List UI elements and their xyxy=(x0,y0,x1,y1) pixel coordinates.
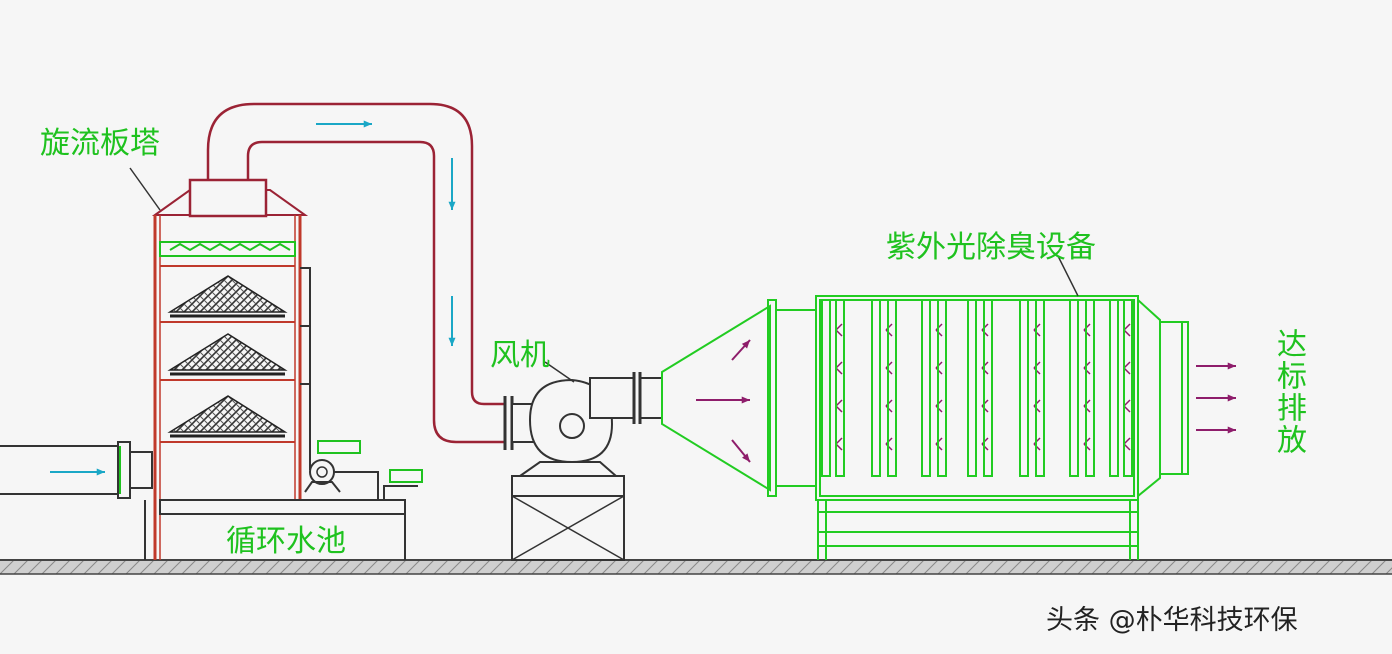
flow-arrow-head xyxy=(96,468,105,476)
uv-deodorizer xyxy=(661,295,1189,560)
flow-arrow-head xyxy=(448,337,456,346)
flow-arrow-head xyxy=(741,396,750,404)
uv-lamp-tube xyxy=(871,299,881,477)
uv-lamp-tube xyxy=(1069,299,1079,477)
flow-arrow-head xyxy=(448,201,456,210)
exhaust-duct xyxy=(188,102,514,450)
uv-lamp-tube xyxy=(835,299,845,477)
filter-cone-icon xyxy=(661,304,771,492)
circulation-pool xyxy=(144,440,423,560)
label-tower: 旋流板塔 xyxy=(40,126,160,161)
uv-lamp-tube xyxy=(967,299,977,477)
flow-arrow-head xyxy=(1227,426,1236,434)
flow-arrow-head xyxy=(1227,362,1236,370)
uv-lamp-tube xyxy=(983,299,993,477)
uv-lamp-tube xyxy=(937,299,947,477)
uv-lamp-tube xyxy=(1109,299,1119,477)
label-fan: 风机 xyxy=(490,338,550,373)
flow-arrow-head xyxy=(742,453,750,462)
uv-lamp-tube xyxy=(1085,299,1095,477)
label-uv-unit: 紫外光除臭设备 xyxy=(886,230,1096,265)
uv-lamp-tube xyxy=(1123,299,1133,477)
uv-lamp-tube xyxy=(1035,299,1045,477)
uv-lamp-tube xyxy=(921,299,931,477)
label-discharge: 达标排放 xyxy=(1271,328,1306,456)
centrifugal-fan xyxy=(511,372,642,561)
flow-arrows xyxy=(50,120,1236,476)
swirl-plate-tower xyxy=(151,189,311,560)
fan-outlet-duct xyxy=(640,372,663,424)
pump-icon xyxy=(309,459,335,485)
label-pool: 循环水池 xyxy=(226,524,346,559)
ground xyxy=(0,559,1392,575)
flow-arrow-head xyxy=(741,340,750,349)
uv-lamp-tube xyxy=(887,299,897,477)
flow-arrow-head xyxy=(363,120,372,128)
uv-lamp-tube xyxy=(1019,299,1029,477)
inlet-pipe xyxy=(0,441,153,499)
watermark: 头条 @朴华科技环保 xyxy=(1046,605,1298,636)
leader-lines xyxy=(129,167,1079,383)
flow-arrow-head xyxy=(1227,394,1236,402)
uv-lamp-tube xyxy=(821,299,831,477)
